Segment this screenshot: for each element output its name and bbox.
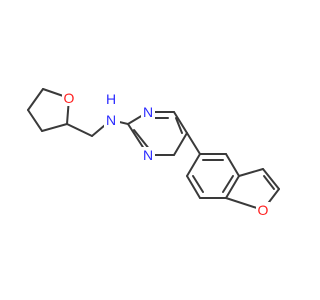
bond bbox=[66, 123, 93, 137]
bond bbox=[41, 123, 68, 132]
bond bbox=[186, 153, 201, 177]
bond bbox=[238, 168, 264, 177]
biaryl-bond bbox=[186, 132, 201, 155]
tetrahydrofuran-ring bbox=[27, 88, 70, 132]
bond bbox=[27, 109, 43, 132]
bond bbox=[173, 132, 188, 156]
atom-labels: O N H N N O bbox=[62, 90, 270, 218]
oxygen-atom-label: O bbox=[64, 90, 75, 106]
bond bbox=[262, 168, 280, 190]
bond bbox=[186, 175, 201, 199]
nitrogen-atom-label: N bbox=[143, 147, 153, 163]
benzene-ring bbox=[186, 153, 240, 199]
molecule-structure-diagram: O N H N N O bbox=[27, 88, 280, 218]
bond bbox=[173, 111, 188, 134]
pyrimidine-ring bbox=[127, 111, 188, 156]
furan-ring bbox=[225, 168, 280, 211]
bond bbox=[225, 153, 240, 177]
double-bond-inner bbox=[192, 175, 204, 193]
nitrogen-atom-label: N bbox=[143, 104, 153, 120]
bond bbox=[225, 175, 240, 199]
double-bond-inner bbox=[222, 175, 234, 193]
double-bond-inner bbox=[133, 129, 151, 151]
double-bond-inner bbox=[263, 175, 275, 190]
hydrogen-atom-label: H bbox=[106, 91, 116, 107]
bond bbox=[27, 88, 44, 111]
oxygen-atom-label: O bbox=[258, 202, 269, 218]
nitrogen-atom-label: N bbox=[106, 112, 116, 128]
double-bond-inner bbox=[175, 117, 183, 134]
